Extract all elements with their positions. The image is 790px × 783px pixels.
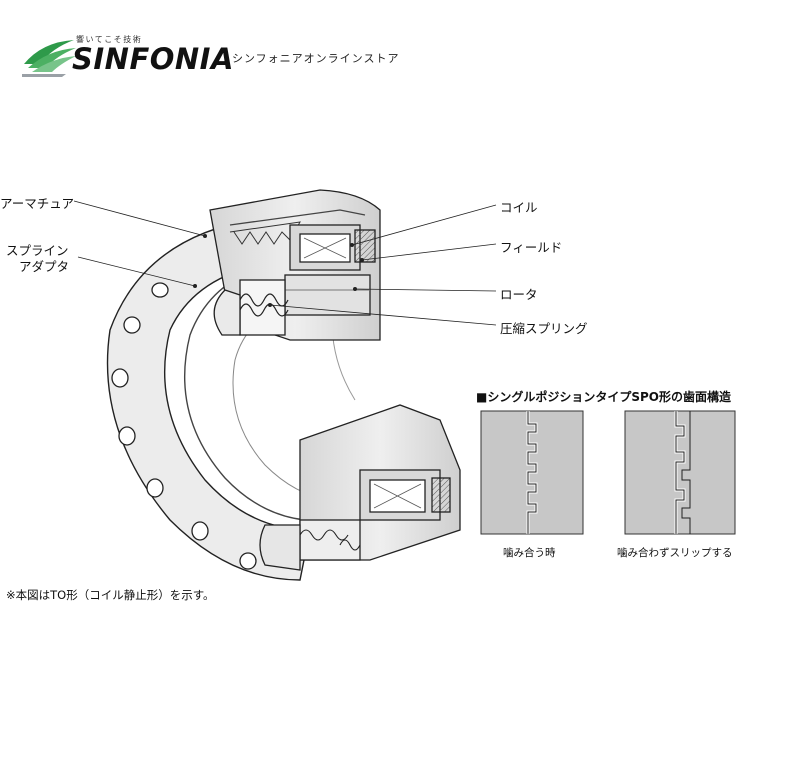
caption-engaged: 噛み合う時 [503, 547, 556, 559]
label-spline-line1: スプライン [6, 243, 69, 258]
label-armature: アーマチュア [0, 196, 75, 211]
brand-tagline: 響いてこそ技術 [76, 35, 143, 44]
upper-section [209, 189, 381, 341]
tooth-panel-title: ■シングルポジションタイプSPO形の歯面構造 [476, 390, 731, 404]
label-rotor: ロータ [500, 287, 538, 302]
flange-holes [111, 282, 257, 570]
clutch-cross-section-diagram [73, 189, 736, 581]
label-spline-line2: アダプタ [19, 259, 70, 274]
lower-section [259, 404, 461, 571]
label-compression-spring: 圧縮スプリング [500, 321, 588, 336]
tooth-slip-box [624, 410, 736, 535]
compression-spring [239, 293, 289, 317]
caption-slip: 噛み合わずスリップする [617, 547, 733, 559]
diagram-note: ※本図はTO形（コイル静止形）を示す。 [6, 588, 215, 602]
label-coil: コイル [500, 200, 538, 215]
tooth-engaged-box [480, 410, 584, 535]
leader-lines [73, 200, 497, 326]
store-name: シンフォニアオンラインストア [232, 52, 400, 65]
brand-wordmark: SINFONIA [72, 42, 234, 76]
label-field: フィールド [500, 240, 563, 255]
sinfonia-logo-icon [22, 40, 76, 77]
